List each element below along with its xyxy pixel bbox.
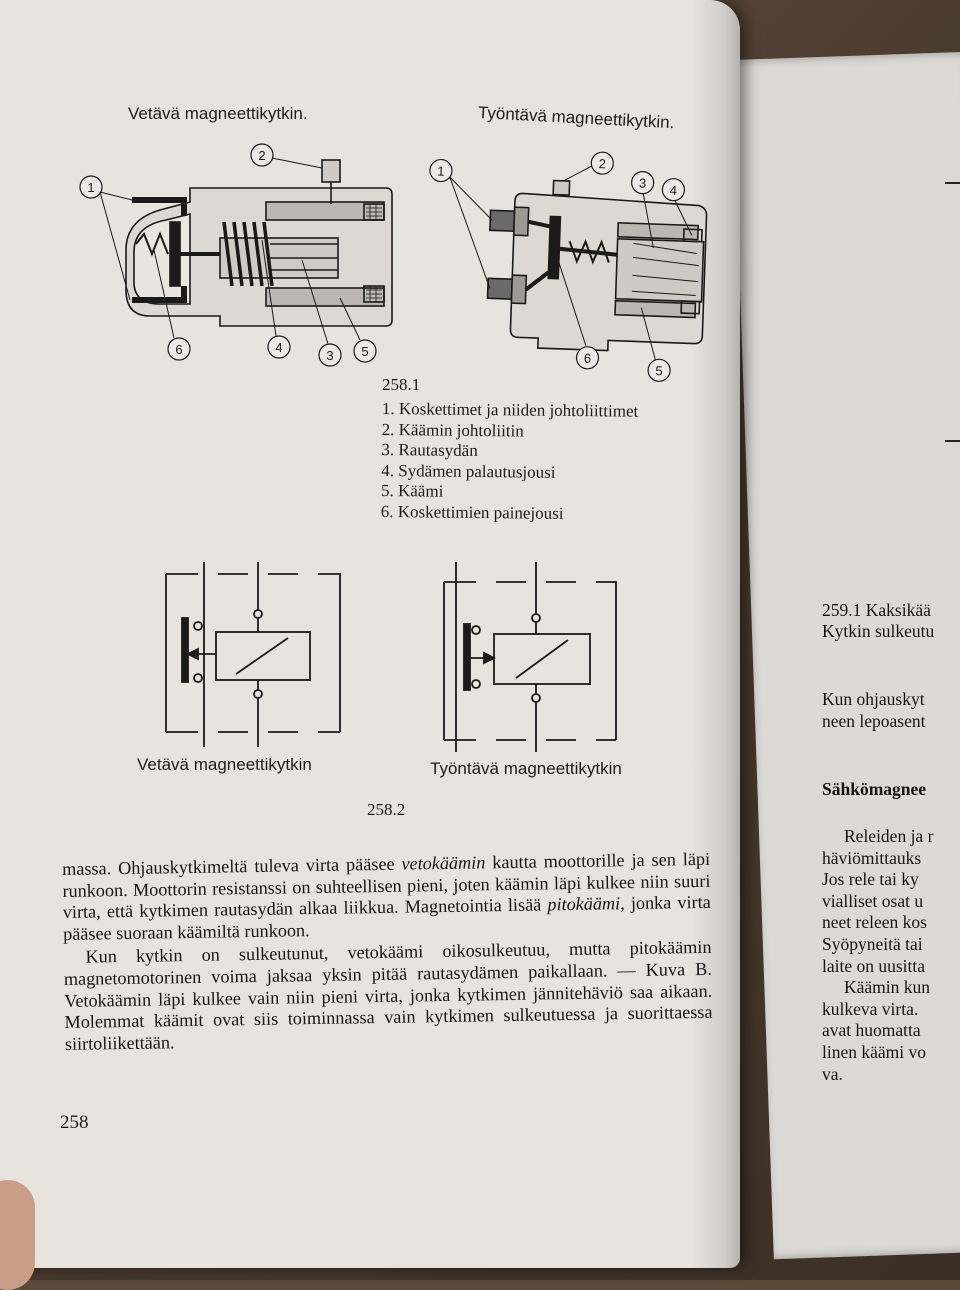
right-page-paragraph: neen lepoasent <box>822 711 926 731</box>
right-page-line: Käämin kun <box>844 977 931 998</box>
callout-left-3: 3 <box>326 348 333 363</box>
right-page-mark <box>945 440 960 442</box>
callout-left-6: 6 <box>175 342 182 357</box>
right-page-caption: 259.1 Kaksikää <box>822 600 931 620</box>
paragraph-2: Kun kytkin on sulkeutunut, vetokäämi oik… <box>63 937 713 1054</box>
right-page-lines: Releiden ja r häviömittauks Jos rele tai… <box>822 826 960 1085</box>
legend-item: 1. Koskettimet ja niiden johtoliittimet <box>381 399 639 421</box>
callout-left-5: 5 <box>361 344 368 359</box>
legend-item: 6. Koskettimien painejousi <box>380 501 564 523</box>
callout-right-2: 2 <box>598 156 606 171</box>
callout-right-3: 3 <box>639 175 647 190</box>
right-page-line: kulkeva virta. <box>822 998 919 1019</box>
callout-right-1: 1 <box>437 163 445 178</box>
callout-left-2: 2 <box>258 148 265 163</box>
right-page-line: vialliset osat u <box>822 890 924 911</box>
right-page-line: Releiden ja r <box>844 826 934 846</box>
figure2-label-left: Vetävä magneettikytkin <box>137 755 312 774</box>
right-page-heading: Sähkömagnee <box>822 779 927 799</box>
pushing-solenoid-drawing: 1 2 3 4 6 5 <box>429 151 708 382</box>
thumb <box>0 1180 35 1290</box>
right-page-line: laite on uusitta <box>822 955 926 976</box>
figure2-label-right: Työntävä magneettikytkin <box>430 759 622 778</box>
figure1-title-left: Vetävä magneettikytkin. <box>128 104 308 123</box>
right-page-caption: Kytkin sulkeutu <box>822 621 935 641</box>
right-page-line: häviömittauks <box>822 847 922 868</box>
right-page-paragraph: Kun ohjauskyt <box>822 689 925 709</box>
legend-item: 5. Käämi <box>380 480 444 501</box>
right-page-line: Syöpyneitä tai <box>822 933 923 954</box>
right-page-mark <box>945 182 960 184</box>
figure2-number: 258.2 <box>367 800 406 819</box>
callout-right-6: 6 <box>584 351 592 366</box>
callout-left-4: 4 <box>275 340 282 355</box>
callout-right-4: 4 <box>670 183 678 198</box>
pulling-solenoid-drawing: 1 2 6 4 3 5 <box>79 143 393 367</box>
paragraph-1: massa. Ohjauskytkimeltä tuleva virta pää… <box>62 848 711 944</box>
right-page-line: Jos rele tai ky <box>822 869 919 890</box>
right-page-line: neet releen kos <box>822 912 927 933</box>
page-number: 258 <box>60 1112 89 1133</box>
right-page-line: avat huomatta <box>822 1020 921 1041</box>
body-text: massa. Ohjauskytkimeltä tuleva virta pää… <box>62 849 713 1057</box>
callout-right-5: 5 <box>655 363 663 378</box>
figure1-legend: 1. Koskettimet ja niiden johtoliittimet … <box>381 399 712 525</box>
figure1-number: 258.1 <box>382 375 421 394</box>
right-page-line: linen käämi vo <box>822 1041 927 1062</box>
callout-left-1: 1 <box>87 180 94 195</box>
right-page-line: va. <box>822 1063 843 1084</box>
legend-item: 3. Rautasydän <box>381 439 478 461</box>
pulling-solenoid-symbol <box>165 562 341 747</box>
pushing-solenoid-symbol <box>443 562 617 752</box>
